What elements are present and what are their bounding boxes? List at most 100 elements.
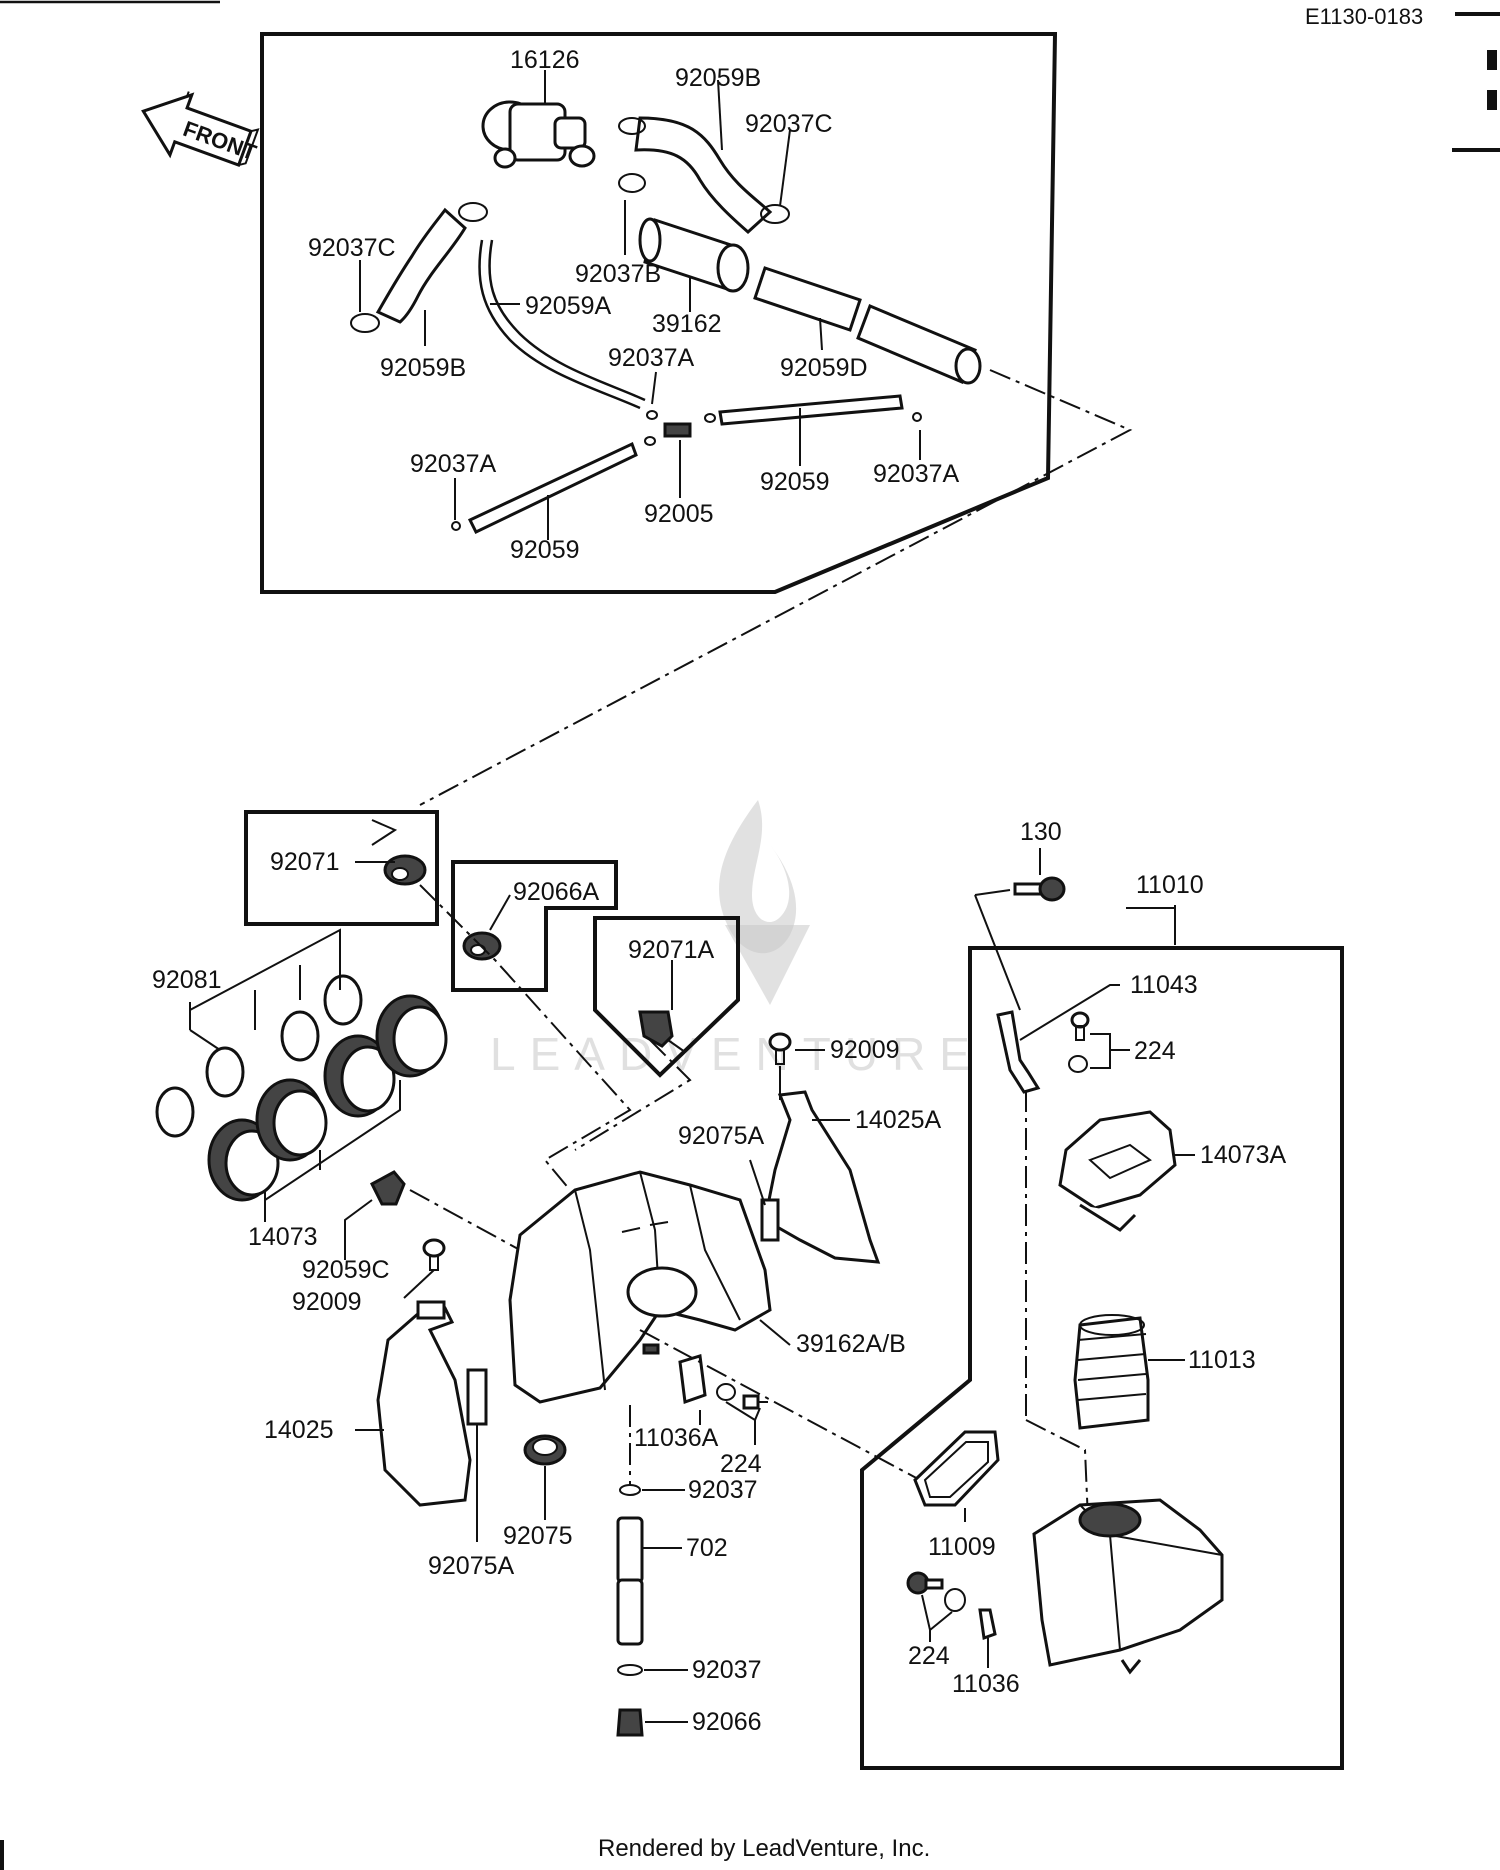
box-92071 [244, 810, 439, 926]
label-92059A: 92059A [525, 292, 612, 320]
clamp-92037-bottom [617, 1664, 643, 1676]
label-224-bottom: 224 [908, 1642, 950, 1670]
watermark-text: LEADVENTURE [490, 1028, 984, 1080]
label-92059C: 92059C [302, 1256, 390, 1284]
hose-92059D-a [753, 266, 862, 332]
bolt-130 [1013, 876, 1066, 902]
filter-element-11013 [1073, 1314, 1150, 1430]
label-92037-top: 92037 [688, 1476, 758, 1504]
label-92005: 92005 [644, 500, 714, 528]
label-92009-left: 92009 [292, 1288, 362, 1316]
hose-92059B-top [634, 116, 773, 235]
label-224-top: 224 [1134, 1037, 1176, 1065]
bolt-224-bottom [906, 1571, 944, 1595]
o-rings-92081 [155, 974, 363, 1138]
air-valve-16126 [481, 100, 596, 169]
washer-224-top [1068, 1055, 1088, 1073]
label-39162AB: 39162A/B [796, 1330, 906, 1358]
hose-92059-bottom [467, 441, 638, 534]
label-14073A: 14073A [1200, 1141, 1287, 1169]
side-cover-14025A [763, 1090, 881, 1264]
screw-224-top [1070, 1011, 1090, 1041]
bolt-224-mid [742, 1394, 768, 1410]
label-92037-bottom: 92037 [692, 1656, 762, 1684]
intake-duct-14073A [1058, 1110, 1177, 1232]
tube-702-upper [616, 1516, 644, 1584]
label-11036A: 11036A [634, 1424, 719, 1452]
air-box-39162AB [508, 1170, 772, 1404]
label-92037A-mid: 92037A [608, 344, 695, 372]
filter-assembly-frame [860, 946, 1344, 1770]
label-92009-right: 92009 [830, 1036, 900, 1064]
box-92066A [451, 860, 618, 992]
clamp-92037C-left-bottom [350, 313, 380, 333]
label-224-mid: 224 [720, 1450, 762, 1478]
filter-case [1032, 1498, 1224, 1675]
label-92037B: 92037B [575, 260, 661, 288]
clamp-92037C-right [760, 204, 790, 224]
bracket-11043 [996, 1010, 1041, 1094]
label-14025A: 14025A [855, 1106, 942, 1134]
grommet-92071 [383, 854, 427, 886]
plug-92066 [616, 1708, 644, 1737]
assembly-connector-line [419, 369, 1133, 806]
bracket-11036A [678, 1354, 707, 1405]
label-92059-right: 92059 [760, 468, 830, 496]
label-11043: 11043 [1130, 971, 1198, 999]
top-assembly-frame [260, 32, 1058, 594]
label-11010: 11010 [1136, 871, 1204, 899]
bracket-11036 [978, 1608, 997, 1641]
hose-92059-right [718, 394, 904, 426]
label-16126: 16126 [510, 46, 580, 74]
label-92075A-top: 92075A [678, 1122, 765, 1150]
label-11013: 11013 [1188, 1346, 1256, 1374]
label-702: 702 [686, 1534, 728, 1562]
gasket-11009 [913, 1430, 1000, 1507]
clamp-92037B-upper [618, 117, 646, 135]
hose-92059A [478, 239, 641, 410]
box-92071A [593, 916, 740, 1078]
side-cover-14025 [376, 1306, 472, 1507]
pad-92075A-top [760, 1198, 780, 1242]
label-92059-bottom: 92059 [510, 536, 580, 564]
edge-mark-1 [1487, 50, 1497, 70]
label-130: 130 [1020, 818, 1062, 846]
joint-92005 [663, 422, 692, 438]
label-92037A-left: 92037A [410, 450, 497, 478]
front-arrow-icon: FRONT [141, 91, 260, 167]
label-92071: 92071 [270, 848, 340, 876]
label-11036: 11036 [952, 1670, 1020, 1698]
hose-92059B-left [375, 207, 467, 324]
screw-92009-right [768, 1032, 792, 1065]
pad-92075A-bottom [466, 1368, 488, 1426]
label-92071A: 92071A [628, 936, 715, 964]
label-92081: 92081 [152, 966, 222, 994]
label-92059B-top: 92059B [675, 64, 761, 92]
footer-text: Rendered by LeadVenture, Inc. [598, 1835, 930, 1862]
silencer-39162 [638, 217, 750, 293]
label-14025: 14025 [264, 1416, 334, 1444]
clamp-92037B-lower [618, 173, 646, 193]
label-92066A: 92066A [513, 878, 600, 906]
label-92075A-bottom: 92075A [428, 1552, 515, 1580]
label-39162: 39162 [652, 310, 722, 338]
label-14073: 14073 [248, 1223, 318, 1251]
watermark-flame-icon [719, 800, 810, 1005]
elbow-92059C [370, 1170, 406, 1206]
label-92066: 92066 [692, 1708, 762, 1736]
label-92059D: 92059D [780, 354, 868, 382]
tube-702-lower [616, 1578, 644, 1646]
label-92075: 92075 [503, 1522, 573, 1550]
fitting-92071A [638, 1010, 686, 1053]
clamp-92037-top [619, 1484, 641, 1496]
edge-mark-left [0, 1840, 4, 1870]
carb-holders-14073 [207, 994, 448, 1202]
label-11009: 11009 [928, 1533, 996, 1561]
label-92037C-right: 92037C [745, 110, 833, 138]
clamp-92037C-left-top [458, 202, 488, 222]
diagram-code: E1130-0183 [1305, 4, 1423, 29]
label-92037A-right: 92037A [873, 460, 960, 488]
label-92037C-left: 92037C [308, 234, 396, 262]
edge-mark-2 [1487, 90, 1497, 110]
